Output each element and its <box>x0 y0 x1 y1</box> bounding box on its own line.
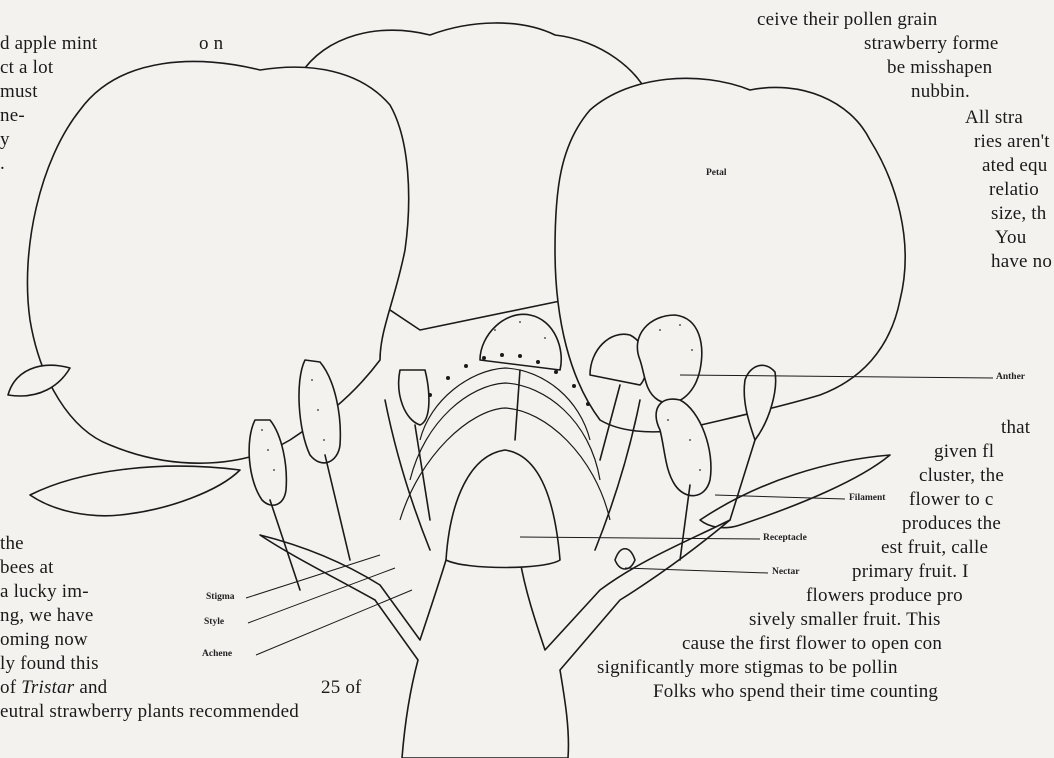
stamen-right-2 <box>744 365 775 440</box>
label-style: Style <box>204 617 224 627</box>
label-petal: Petal <box>706 168 727 178</box>
label-nectar: Nectar <box>772 567 799 577</box>
label-filament: Filament <box>849 493 885 503</box>
sepal-left <box>30 466 240 516</box>
label-receptacle: Receptacle <box>763 533 807 543</box>
sepal-right <box>700 455 890 528</box>
petal-left <box>27 61 408 463</box>
anther-left-3 <box>399 370 429 425</box>
nectar-gland <box>615 549 635 569</box>
label-stigma: Stigma <box>206 592 235 602</box>
label-achene: Achene <box>202 649 232 659</box>
label-anther: Anther <box>996 372 1025 382</box>
receptacle <box>446 450 560 568</box>
